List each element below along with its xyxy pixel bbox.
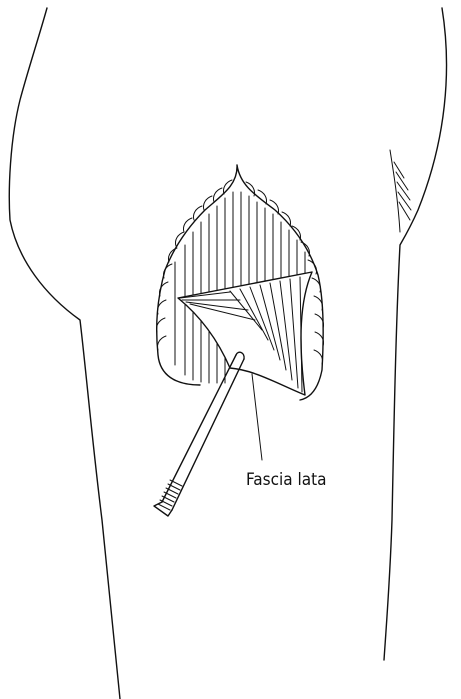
label-leader-line	[252, 374, 262, 460]
fascia-lata-label: Fascia lata	[246, 470, 326, 490]
buttock-crease-hatching	[390, 150, 411, 232]
thigh-left-outline	[9, 8, 120, 699]
thigh-right-outline	[384, 8, 447, 660]
forceps-instrument	[154, 352, 244, 516]
